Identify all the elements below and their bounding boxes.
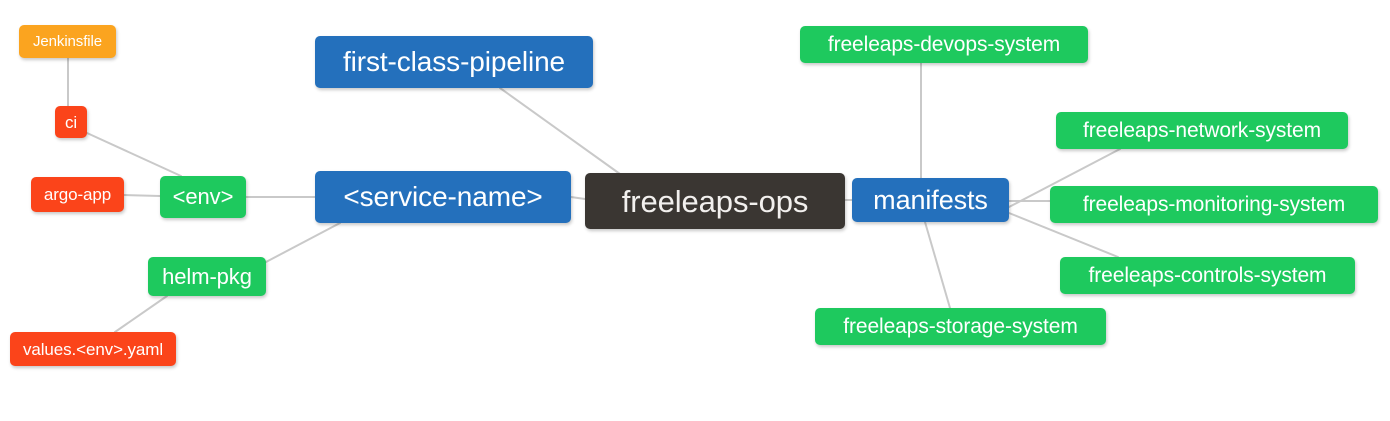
node-freeleaps-network-system[interactable]: freeleaps-network-system xyxy=(1056,112,1348,149)
node-label-ci: ci xyxy=(64,112,78,132)
node-label-helm-pkg: helm-pkg xyxy=(162,263,252,289)
node-label-jenkinsfile: Jenkinsfile xyxy=(33,33,102,50)
node-label-freeleaps-storage-system: freeleaps-storage-system xyxy=(843,315,1078,338)
node-helm-pkg[interactable]: helm-pkg xyxy=(148,257,266,296)
node-freeleaps-controls-system[interactable]: freeleaps-controls-system xyxy=(1060,257,1355,294)
node-label-service-name: <service-name> xyxy=(343,181,543,212)
node-freeleaps-monitoring-system[interactable]: freeleaps-monitoring-system xyxy=(1050,186,1378,223)
node-values-env-yaml[interactable]: values.<env>.yaml xyxy=(10,332,176,366)
node-first-class-pipeline[interactable]: first-class-pipeline xyxy=(315,36,593,88)
node-label-freeleaps-controls-system: freeleaps-controls-system xyxy=(1088,264,1327,287)
node-label-freeleaps-devops-system: freeleaps-devops-system xyxy=(827,33,1061,56)
node-freeleaps-storage-system[interactable]: freeleaps-storage-system xyxy=(815,308,1106,345)
node-env[interactable]: <env> xyxy=(160,176,246,218)
node-manifests[interactable]: manifests xyxy=(852,178,1009,222)
node-label-first-class-pipeline: first-class-pipeline xyxy=(342,46,566,77)
edge-helm-pkg-to-values-env-yaml xyxy=(114,295,168,333)
edge-env-to-ci xyxy=(86,132,182,177)
node-ci[interactable]: ci xyxy=(55,106,87,138)
node-argo-app[interactable]: argo-app xyxy=(31,177,124,212)
node-label-values-env-yaml: values.<env>.yaml xyxy=(22,339,164,359)
edge-env-to-argo-app xyxy=(123,194,161,197)
node-label-manifests: manifests xyxy=(873,184,988,215)
node-root[interactable]: freeleaps-ops xyxy=(585,173,845,229)
edge-root-to-first-class-pipeline xyxy=(499,87,621,175)
edge-root-to-service-name xyxy=(570,196,586,200)
node-label-freeleaps-monitoring-system: freeleaps-monitoring-system xyxy=(1082,193,1346,216)
edge-service-name-to-helm-pkg xyxy=(265,222,341,263)
node-label-freeleaps-network-system: freeleaps-network-system xyxy=(1082,119,1321,142)
node-label-root: freeleaps-ops xyxy=(621,183,809,219)
node-label-env: <env> xyxy=(172,184,234,209)
node-service-name[interactable]: <service-name> xyxy=(315,171,571,223)
node-jenkinsfile[interactable]: Jenkinsfile xyxy=(19,25,116,58)
edge-manifests-to-freeleaps-storage-system xyxy=(924,221,951,309)
node-freeleaps-devops-system[interactable]: freeleaps-devops-system xyxy=(800,26,1088,63)
node-label-argo-app: argo-app xyxy=(43,185,112,204)
